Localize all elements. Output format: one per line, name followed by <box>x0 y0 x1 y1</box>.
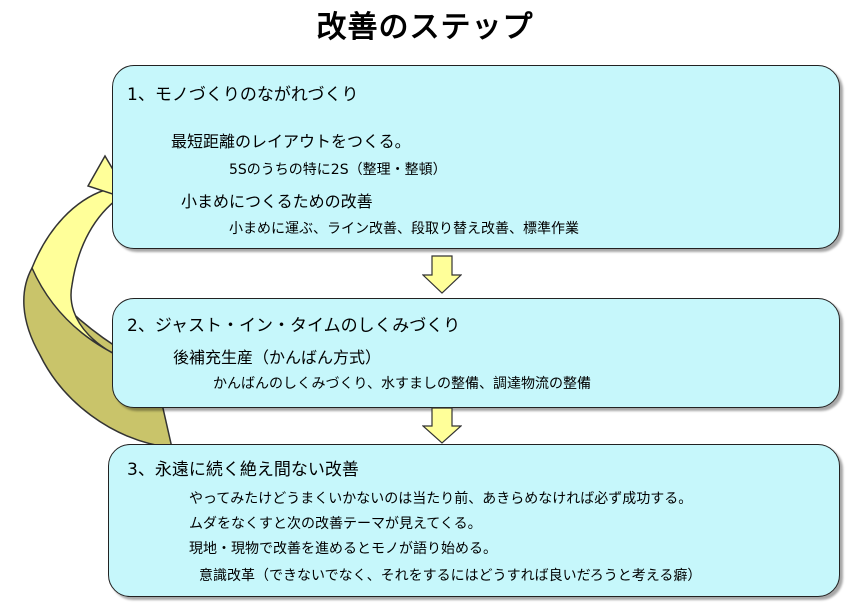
step-2-item: 後補充生産（かんばん方式） <box>173 348 382 367</box>
step-1-item: 小まめにつくるための改善 <box>181 192 373 211</box>
step-3-item: ムダをなくすと次の改善テーマが見えてくる。 <box>189 516 482 532</box>
step-3-item: やってみたけどうまくいかないのは当たり前、あきらめなければ必ず成功する。 <box>189 491 693 507</box>
step-1-item: 小まめに運ぶ、ライン改善、段取り替え改善、標準作業 <box>229 221 579 237</box>
down-arrow-2 <box>422 407 462 444</box>
page-title: 改善のステップ <box>316 10 534 45</box>
down-arrow-1 <box>422 255 462 294</box>
step-box-2: 2、ジャスト・イン・タイムのしくみづくり 後補充生産（かんばん方式） かんばんの… <box>112 298 840 408</box>
step-2-item: かんばんのしくみづくり、水すましの整備、調達物流の整備 <box>213 376 591 392</box>
step-2-heading: 2、ジャスト・イン・タイムのしくみづくり <box>127 316 461 336</box>
step-1-item: 5Sのうちの特に2S（整理・整頓） <box>229 162 447 178</box>
step-3-item: 現地・現物で改善を進めるとモノが語り始める。 <box>189 541 497 557</box>
step-1-item: 最短距離のレイアウトをつくる。 <box>171 132 411 151</box>
step-3-heading: 3、永遠に続く絶え間ない改善 <box>127 460 359 480</box>
step-1-heading: 1、モノづくりのながれづくり <box>127 85 359 105</box>
curve-arrow-band <box>31 189 159 371</box>
step-box-1: 1、モノづくりのながれづくり 最短距離のレイアウトをつくる。 5Sのうちの特に2… <box>112 65 840 249</box>
step-3-item: 意識改革（できないでなく、それをするにはどうすれば良いだろうと考える癖） <box>199 568 702 584</box>
step-box-3: 3、永遠に続く絶え間ない改善 やってみたけどうまくいかないのは当たり前、あきらめ… <box>108 444 840 597</box>
